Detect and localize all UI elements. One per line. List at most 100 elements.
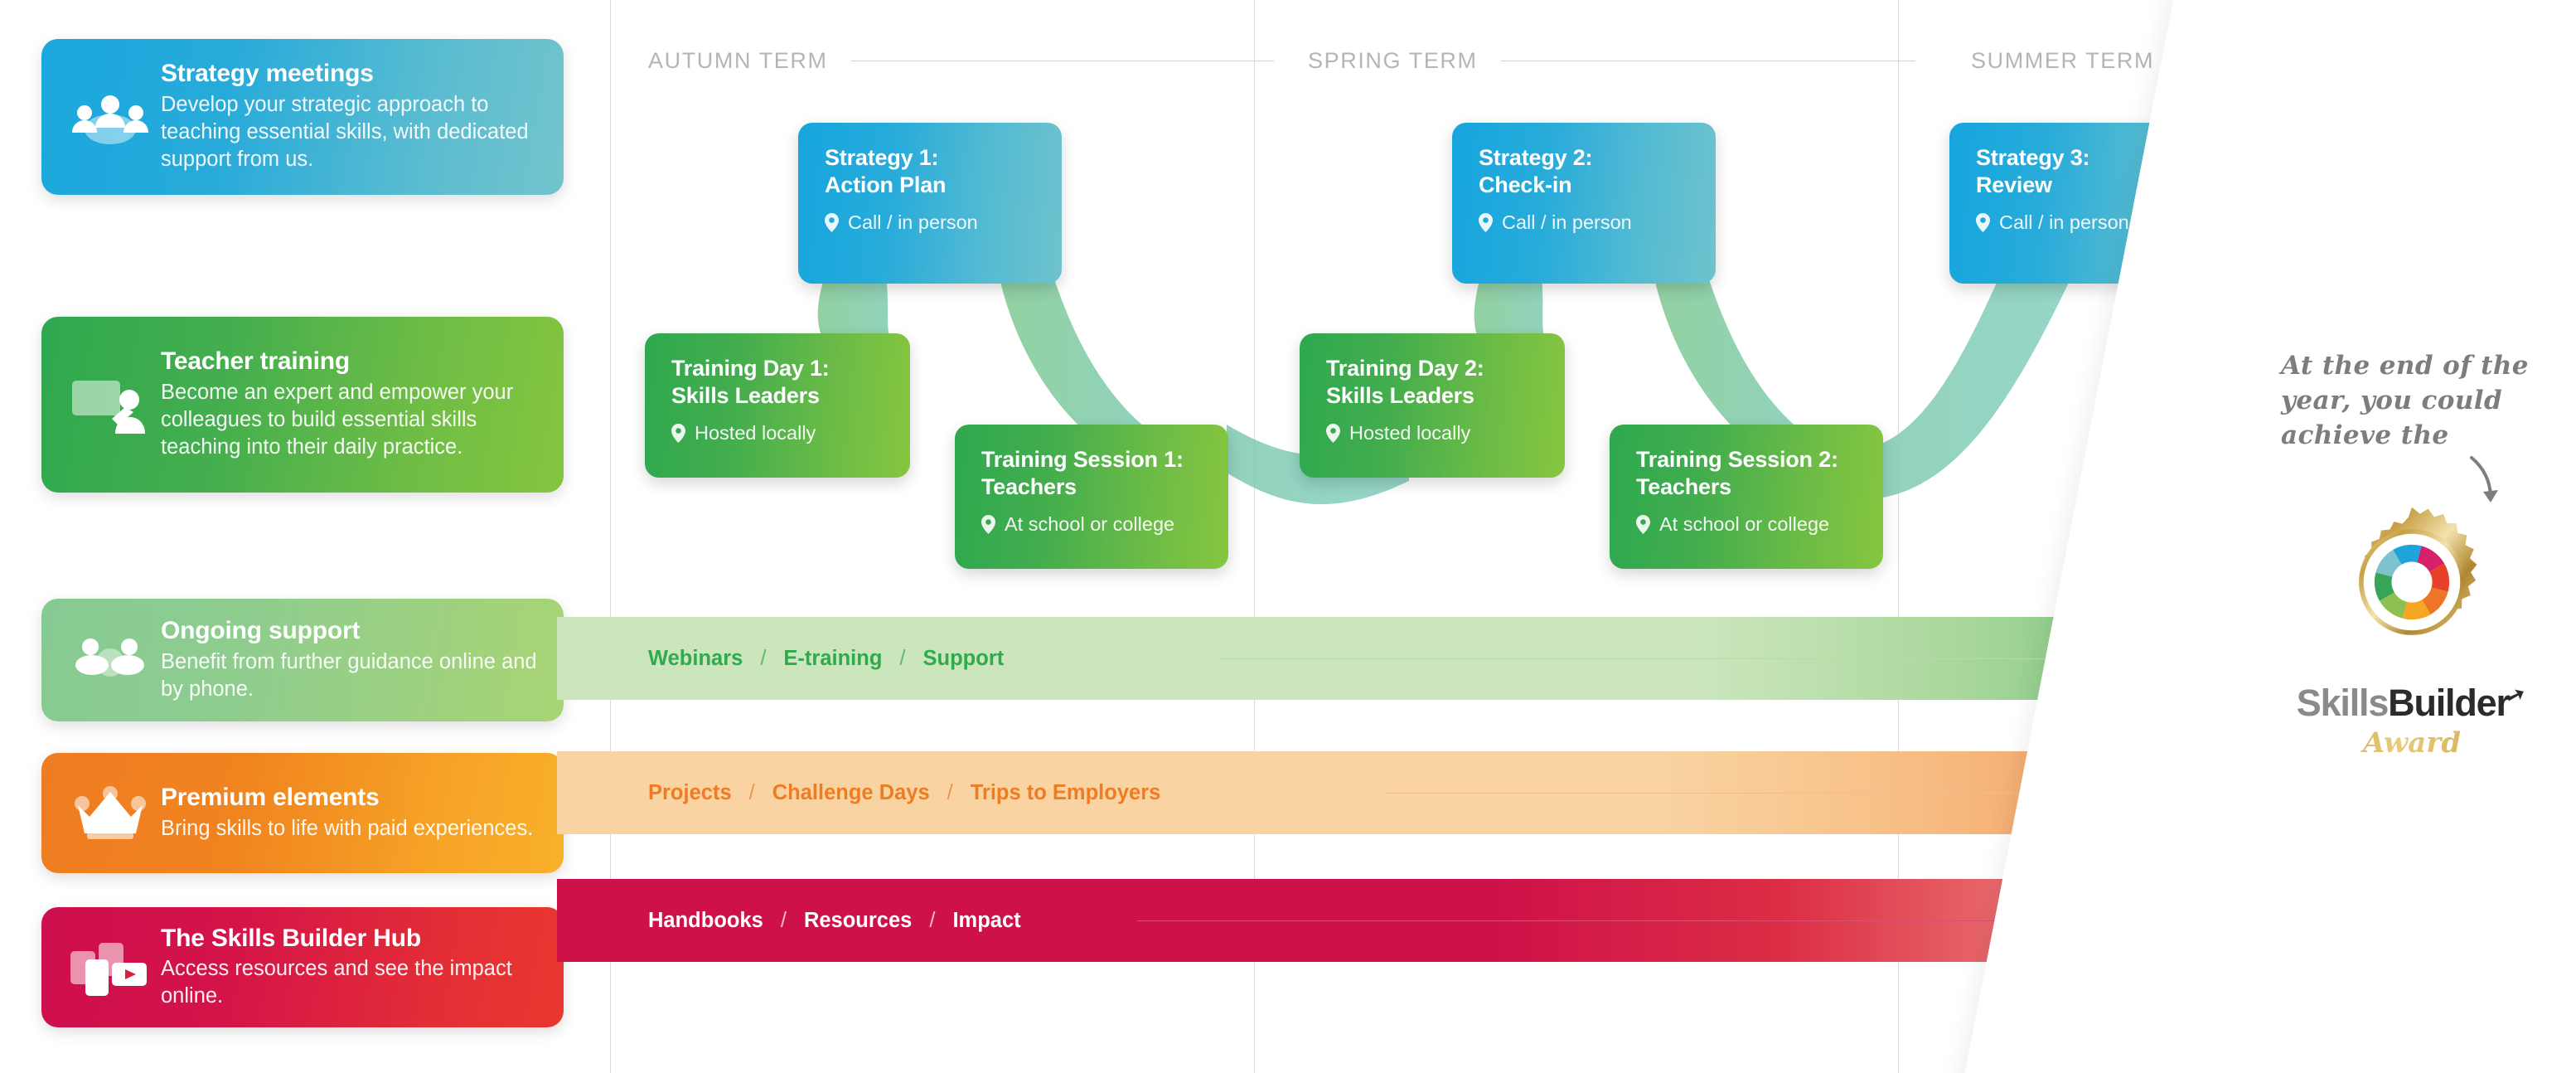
award-note-line2: year, you could (2281, 386, 2503, 416)
band-link-impact[interactable]: Impact (952, 908, 1021, 932)
band-separator: / (780, 908, 787, 932)
term-header-summer: SUMMER TERM (1971, 48, 2394, 74)
sidebar-item-skills-builder-hub[interactable]: The Skills Builder Hub Access resources … (41, 907, 564, 1027)
band-link-trips-to-employers[interactable]: Trips to Employers (970, 780, 1161, 804)
band-link-challenge-days[interactable]: Challenge Days (772, 780, 930, 804)
band-separator: / (929, 908, 936, 932)
map-pin-icon (671, 423, 685, 443)
band-link-projects[interactable]: Projects (648, 780, 732, 804)
band-link-resources[interactable]: Resources (803, 908, 913, 932)
map-pin-icon (1636, 514, 1650, 534)
timeline-card-training-session-1[interactable]: Training Session 1: Teachers At school o… (955, 425, 1228, 569)
award-panel: At the end of the year, you could achiev… (2271, 348, 2553, 760)
map-pin-icon (1479, 212, 1493, 232)
sidebar-item-title: Strategy meetings (161, 60, 374, 88)
timeline-card-training-day-1[interactable]: Training Day 1: Skills Leaders Hosted lo… (645, 333, 910, 478)
map-pin-icon (1976, 212, 1990, 232)
whiteboard-presenter-icon (60, 374, 161, 435)
service-band-skills-builder-hub: Handbooks / Resources / Impact (557, 879, 2264, 962)
sidebar-item-desc: Develop your strategic approach to teach… (161, 93, 529, 172)
term-header-spring: SPRING TERM (1308, 48, 1915, 74)
timeline-card-title-line2: Review (1976, 172, 2052, 198)
map-pin-icon (1326, 423, 1340, 443)
timeline-card-location-label: Call / in person (1999, 211, 2129, 233)
timeline-card-strategy-1[interactable]: Strategy 1: Action Plan Call / in person (798, 123, 1062, 284)
logo-text-skills: Skills (2296, 682, 2390, 725)
timeline-card-title-line1: Strategy 2: (1479, 145, 1593, 170)
timeline-card-title-line2: Check-in (1479, 172, 1572, 198)
timeline-card-title-line2: Action Plan (825, 172, 947, 198)
sidebar-item-title: Teacher training (161, 347, 350, 376)
timeline-card-title-line1: Training Day 1: (671, 356, 830, 381)
timeline-card-training-day-2[interactable]: Training Day 2: Skills Leaders Hosted lo… (1300, 333, 1565, 478)
timeline-card-location-label: Hosted locally (1349, 421, 1471, 444)
people-group-icon (60, 88, 161, 146)
sidebar-item-desc: Access resources and see the impact onli… (161, 957, 512, 1008)
band-separator: / (760, 646, 767, 670)
sidebar-item-title: The Skills Builder Hub (161, 924, 421, 952)
timeline-card-location-label: At school or college (1005, 512, 1175, 535)
timeline-card-location: At school or college (1636, 513, 1858, 536)
timeline-card-location: Call / in person (825, 211, 1037, 234)
band-label-group: Projects / Challenge Days / Trips to Emp… (648, 751, 1160, 834)
timeline-card-strategy-2[interactable]: Strategy 2: Check-in Call / in person (1452, 123, 1716, 284)
map-pin-icon (981, 514, 995, 534)
timeline-card-location: Hosted locally (671, 422, 885, 444)
band-rule (1386, 793, 2347, 794)
timeline-card-title-line1: Strategy 3: (1976, 145, 2090, 170)
band-link-webinars[interactable]: Webinars (648, 646, 743, 670)
band-rule (1137, 920, 2264, 921)
gold-rosette-badge-icon (2334, 504, 2490, 660)
timeline-card-title-line1: Training Session 2: (1636, 447, 1838, 472)
timeline-card-title-line1: Training Session 1: (981, 447, 1184, 472)
sidebar-item-strategy-meetings[interactable]: Strategy meetings Develop your strategic… (41, 39, 564, 195)
band-separator: / (947, 780, 953, 804)
timeline-card-location: Hosted locally (1326, 422, 1540, 444)
logo-text-award: Award (2271, 726, 2553, 760)
timeline-card-location-label: Hosted locally (695, 421, 816, 444)
people-group-icon (60, 635, 161, 685)
timeline-card-title-line2: Teachers (981, 474, 1077, 500)
band-separator: / (899, 646, 906, 670)
term-divider-autumn-right (1254, 0, 1255, 1073)
timeline-card-location-label: Call / in person (1502, 211, 1632, 233)
band-label-group: Handbooks / Resources / Impact (648, 879, 1021, 962)
sidebar-item-title: Ongoing support (161, 617, 361, 645)
logo-text-builder: Builder (2388, 682, 2511, 725)
term-divider-autumn-left (610, 0, 611, 1073)
media-cards-play-icon (60, 938, 161, 998)
sidebar-item-premium-elements[interactable]: Premium elements Bring skills to life wi… (41, 753, 564, 873)
sidebar-item-desc: Become an expert and empower your collea… (161, 381, 514, 459)
term-header-autumn: AUTUMN TERM (648, 48, 1274, 74)
term-label: SPRING TERM (1308, 48, 1478, 73)
timeline-card-location: Call / in person (1479, 211, 1691, 234)
skills-builder-logo: SkillsBuilder➚ (2271, 681, 2553, 725)
timeline-card-location: At school or college (981, 513, 1203, 536)
award-note-line3: achieve the (2281, 420, 2449, 451)
sidebar-item-desc: Bring skills to life with paid experienc… (161, 816, 534, 840)
band-label-group: Webinars / E-training / Support (648, 617, 1004, 700)
term-divider-spring-right (1898, 0, 1899, 1073)
timeline-card-location-label: Call / in person (848, 211, 978, 233)
band-link-e-training[interactable]: E-training (783, 646, 883, 670)
sidebar-item-teacher-training[interactable]: Teacher training Become an expert and em… (41, 317, 564, 493)
timeline-card-title-line1: Training Day 2: (1326, 356, 1484, 381)
band-link-support[interactable]: Support (922, 646, 1005, 670)
timeline-card-title-line1: Strategy 1: (825, 145, 939, 170)
timeline-card-training-session-2[interactable]: Training Session 2: Teachers At school o… (1610, 425, 1883, 569)
award-note-line1: At the end of the (2281, 351, 2529, 381)
curved-down-arrow-icon (2470, 456, 2498, 503)
term-label: SUMMER TERM (1971, 48, 2155, 73)
timeline-card-title-line2: Skills Leaders (1326, 383, 1474, 409)
timeline-card-title-line2: Skills Leaders (671, 383, 820, 409)
sidebar-item-title: Premium elements (161, 784, 380, 812)
timeline-card-title-line2: Teachers (1636, 474, 1731, 500)
timeline-card-location-label: At school or college (1659, 512, 1830, 535)
band-rule (1220, 658, 2405, 659)
sidebar-item-ongoing-support[interactable]: Ongoing support Benefit from further gui… (41, 599, 564, 721)
crown-icon (60, 784, 161, 843)
map-pin-icon (825, 212, 839, 232)
sidebar-item-desc: Benefit from further guidance online and… (161, 649, 537, 701)
band-link-handbooks[interactable]: Handbooks (648, 908, 763, 932)
